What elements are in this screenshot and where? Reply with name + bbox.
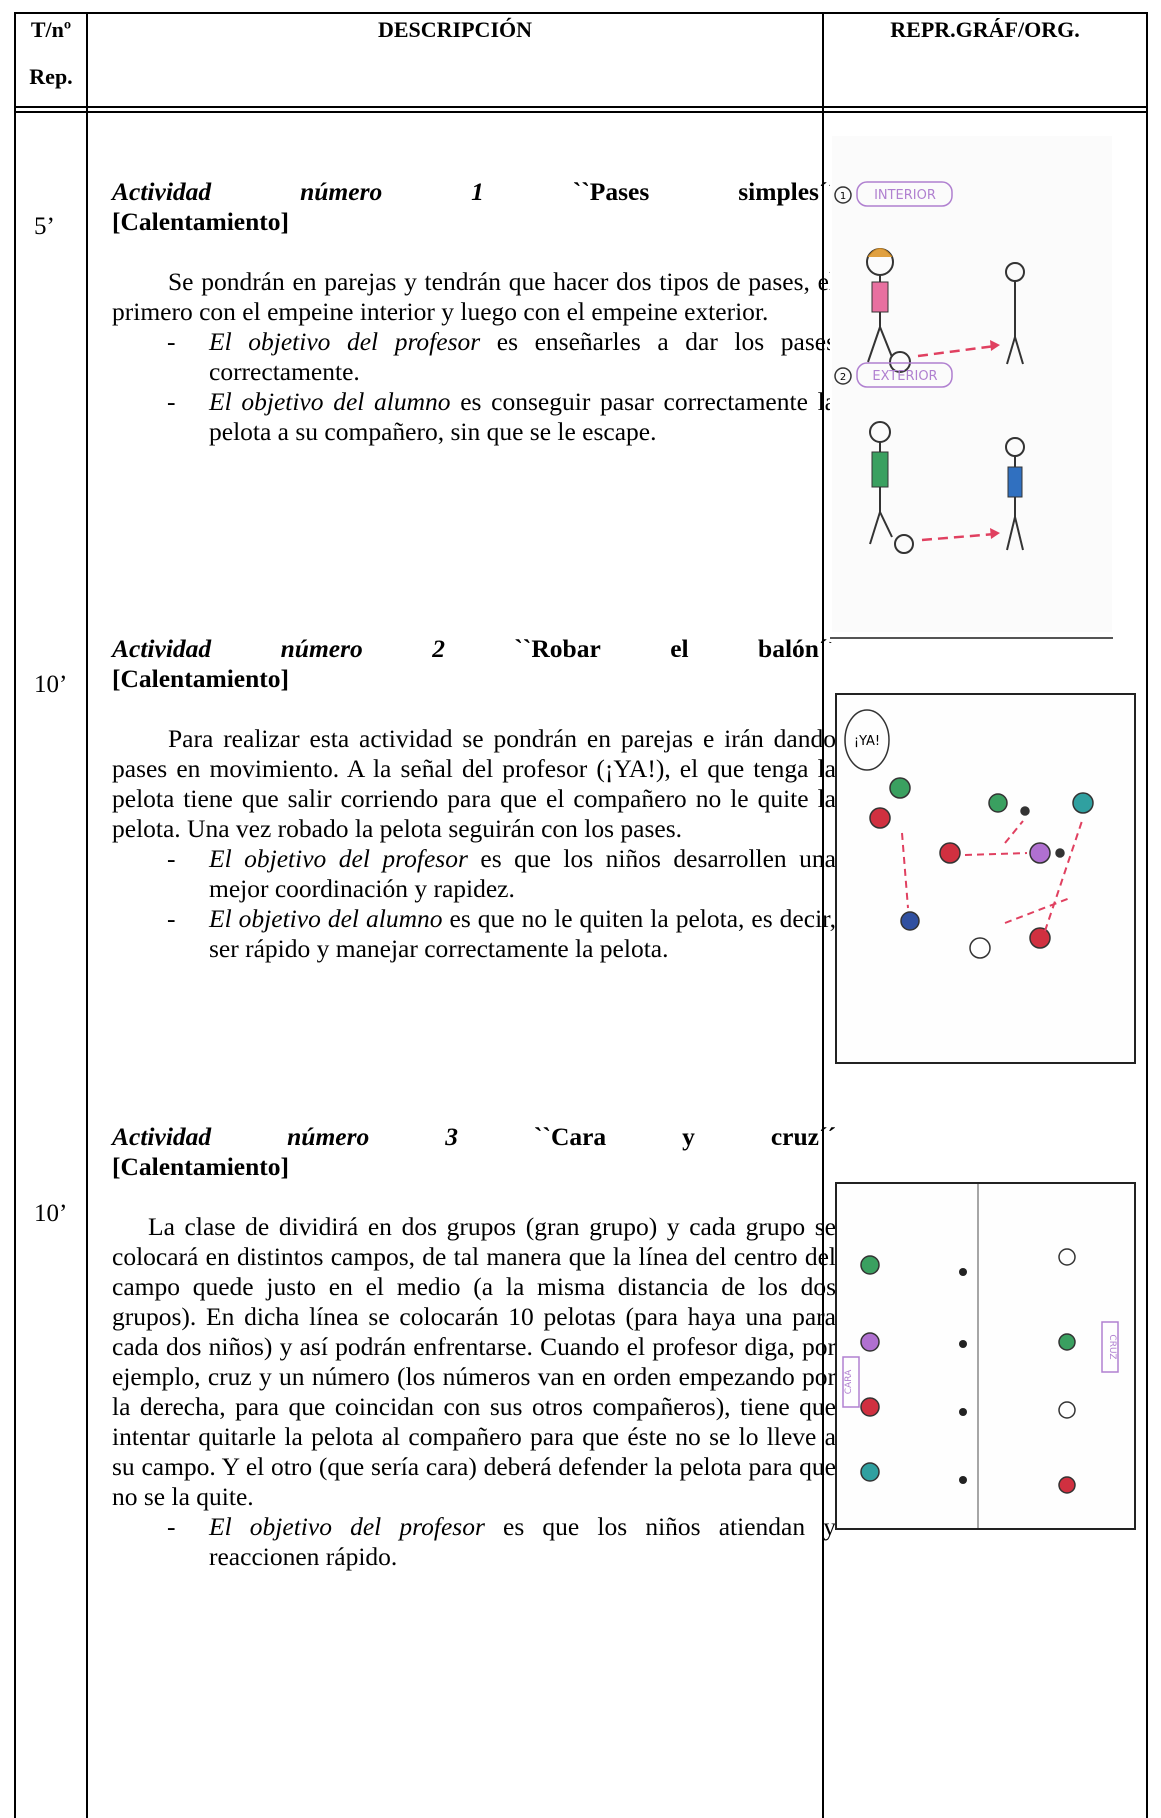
header-time-line1: T/nº (30, 17, 72, 42)
activity-1-title: Actividad número 1 ``Pases simples´´ [Ca… (112, 177, 836, 236)
table-divider-2 (822, 12, 824, 1818)
figure-passes: 1 INTERIOR 2 EXTERIOR (830, 132, 1113, 642)
table-border-right (1146, 12, 1148, 1818)
activity-2: Actividad número 2 ``Robar el balón´´ [C… (112, 634, 836, 964)
figure-label-exterior: EXTERIOR (872, 369, 937, 384)
activity-3-paragraph: La clase de dividirá en dos grupos (gran… (112, 1212, 836, 1511)
activity-2-title: Actividad número 2 ``Robar el balón´´ [C… (112, 634, 836, 693)
figure-label-cara: CARA (844, 1369, 854, 1394)
list-item: -El objetivo del profesor es enseñarles … (167, 327, 836, 386)
activity-3: Actividad número 3 ``Cara y cruz´´ [Cale… (112, 1122, 836, 1572)
activity-1-paragraph: Se pondrán en parejas y tendrán que hace… (112, 267, 836, 326)
svg-text:1: 1 (840, 191, 846, 202)
figure-cara-cruz: CARA CRUZ (835, 1182, 1136, 1530)
header-description: DESCRIPCIÓN (377, 17, 533, 42)
table-header-rule-b (14, 111, 1148, 113)
figure-robar-balon: ¡YA! (835, 693, 1136, 1064)
activity-2-objectives: -El objetivo del profesor es que los niñ… (112, 844, 836, 964)
figure-label-cruz: CRUZ (1107, 1334, 1117, 1359)
list-item: -El objetivo del profesor es que los niñ… (167, 1512, 836, 1571)
activity-3-time: 10’ (34, 1200, 68, 1227)
activity-1: Actividad número 1 ``Pases simples´´ [Ca… (112, 177, 836, 447)
header-time-line2: Rep. (29, 64, 73, 89)
activity-3-objectives: -El objetivo del profesor es que los niñ… (112, 1512, 836, 1572)
activity-2-paragraph: Para realizar esta actividad se pondrán … (112, 724, 836, 843)
table-border-top (14, 12, 1148, 14)
svg-text:2: 2 (840, 372, 846, 383)
activity-3-title: Actividad número 3 ``Cara y cruz´´ [Cale… (112, 1122, 836, 1181)
activity-1-time: 5’ (34, 213, 55, 240)
list-item: -El objetivo del alumno es conseguir pas… (167, 387, 836, 446)
table-border-left (14, 12, 16, 1818)
table-header-rule-a (14, 106, 1148, 108)
list-item: -El objetivo del profesor es que los niñ… (167, 844, 836, 903)
table-divider-1 (86, 12, 88, 1818)
header-graphic: REPR.GRÁF/ORG. (890, 17, 1080, 42)
figure-label-ya: ¡YA! (854, 734, 880, 749)
list-item: -El objetivo del alumno es que no le qui… (167, 904, 836, 963)
figure-label-interior: INTERIOR (874, 188, 936, 203)
activity-2-time: 10’ (34, 671, 68, 698)
activity-1-objectives: -El objetivo del profesor es enseñarles … (112, 327, 836, 447)
